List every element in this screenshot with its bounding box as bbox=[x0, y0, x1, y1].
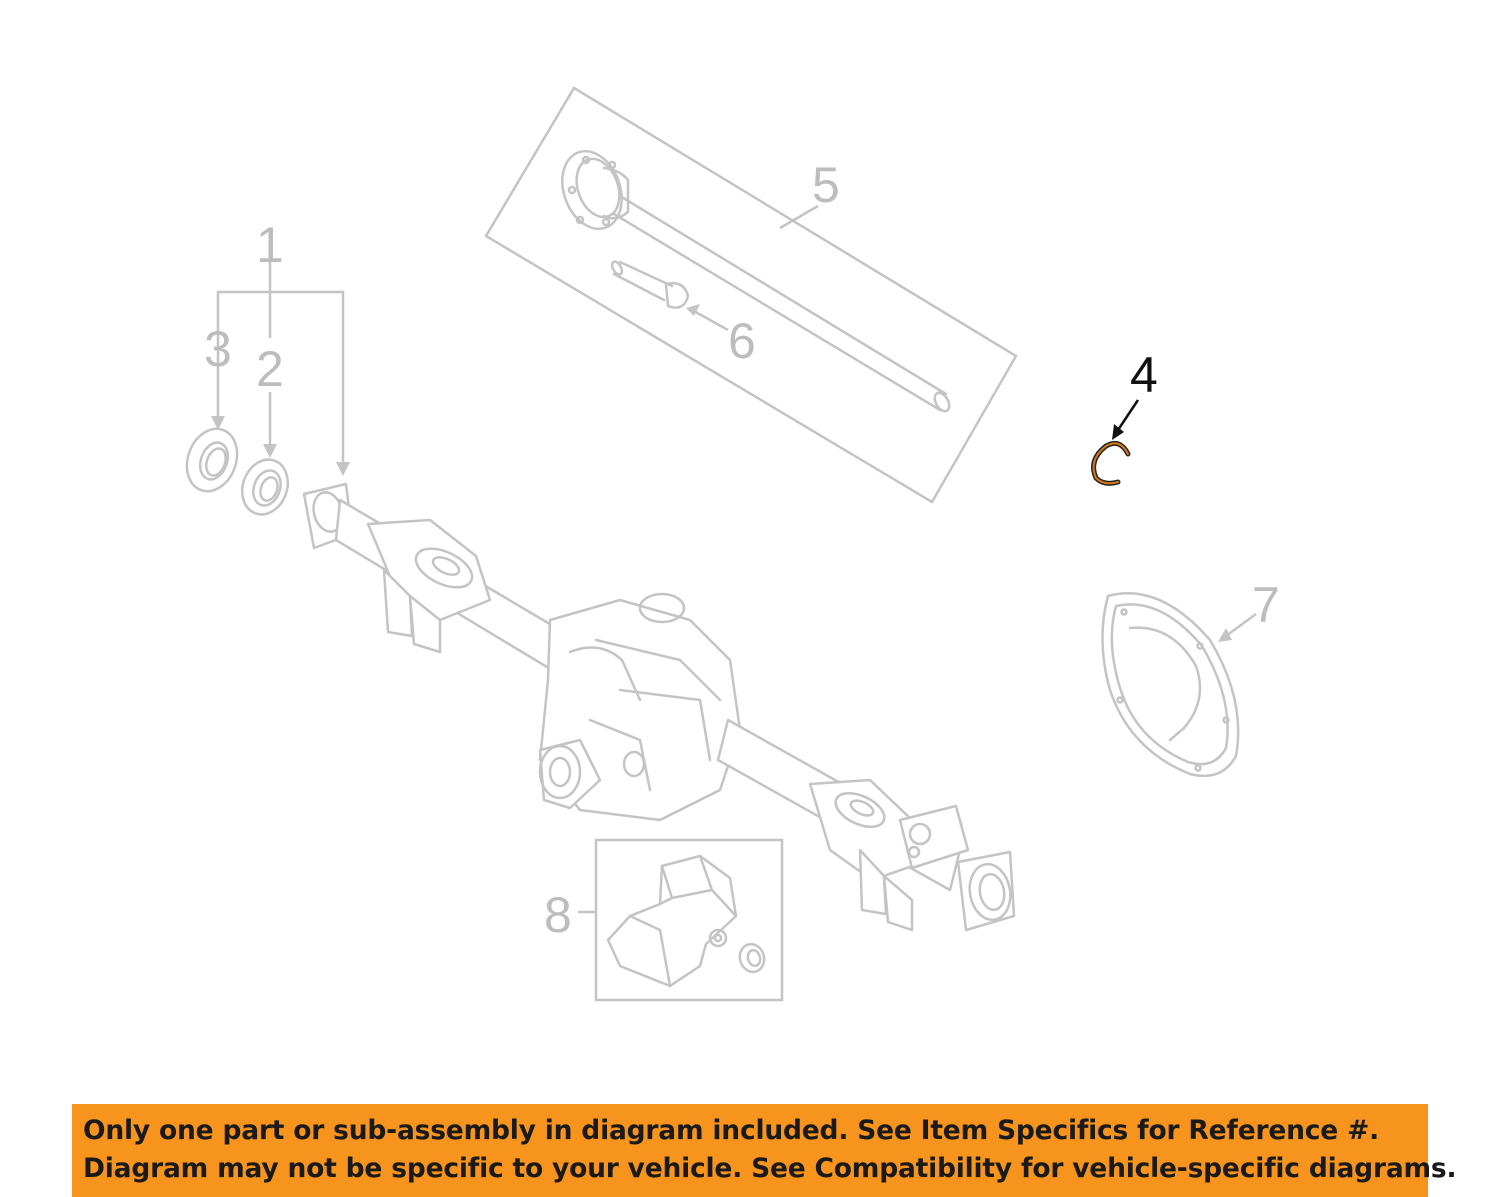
callout-5-leader bbox=[779, 204, 819, 230]
disclaimer-line-1: Only one part or sub-assembly in diagram… bbox=[83, 1115, 1379, 1146]
callout-2[interactable]: 2 bbox=[256, 341, 284, 397]
callout-5-box bbox=[484, 86, 1018, 504]
callout-1-bracket bbox=[216, 262, 350, 476]
part-7-differential-cover[interactable] bbox=[1101, 592, 1240, 778]
disclaimer-line-2: Diagram may not be specific to your vehi… bbox=[83, 1153, 1457, 1184]
callout-7[interactable]: 7 bbox=[1252, 577, 1280, 633]
callout-4-leader bbox=[1112, 399, 1140, 440]
callout-6[interactable]: 6 bbox=[728, 313, 756, 369]
callout-1[interactable]: 1 bbox=[256, 217, 284, 273]
callout-3[interactable]: 3 bbox=[204, 321, 232, 377]
callout-2-leader bbox=[263, 392, 277, 458]
callout-7-leader bbox=[1218, 612, 1257, 642]
callout-8[interactable]: 8 bbox=[544, 887, 572, 943]
part-3-seal[interactable] bbox=[179, 422, 246, 499]
part-2-bearing[interactable] bbox=[235, 453, 295, 521]
part-4-c-clip[interactable] bbox=[1091, 440, 1131, 486]
part-8-mount[interactable] bbox=[606, 854, 767, 988]
callout-4[interactable]: 4 bbox=[1130, 347, 1158, 403]
disclaimer-banner: Only one part or sub-assembly in diagram… bbox=[72, 1104, 1457, 1197]
callout-3-leader bbox=[211, 372, 225, 430]
part-1-axle-housing[interactable] bbox=[302, 482, 1016, 932]
callout-8-box bbox=[594, 838, 784, 1002]
callout-5[interactable]: 5 bbox=[812, 157, 840, 213]
part-5-axle-shaft[interactable] bbox=[552, 143, 952, 414]
callout-6-leader bbox=[686, 304, 729, 332]
part-6-pin[interactable] bbox=[610, 260, 690, 309]
